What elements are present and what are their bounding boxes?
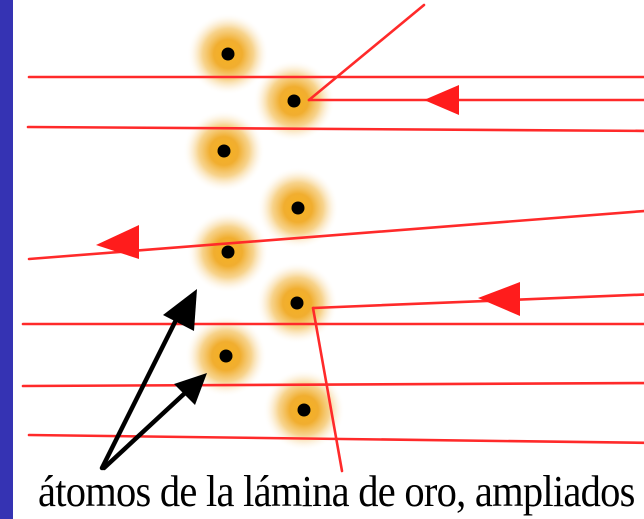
beam-line [27,433,644,445]
gold-nucleus [287,94,301,108]
gold-nucleus [219,349,233,363]
nuclei-layer [217,47,311,417]
beam-arrowheads-layer [96,85,520,316]
gold-nucleus [297,403,311,417]
gold-nucleus [290,296,304,310]
beam-line [311,293,644,310]
gold-nucleus [217,144,231,158]
beam-line [26,125,644,133]
pointer-arrow-shaft [99,315,180,471]
beam-deflected-back-line [307,3,426,102]
diagram-caption: átomos de la lámina de oro, ampliados [38,467,635,516]
arrowhead-left-icon [424,85,459,115]
gold-nucleus [221,47,235,61]
pointer-arrowhead-icon [163,289,197,331]
rutherford-scattering-diagram [21,3,644,473]
pointer-arrowhead-icon [174,373,207,405]
gold-nucleus [291,201,305,215]
beam-deflected-down-line [311,306,344,473]
arrowhead-left-icon [96,225,139,259]
arrowhead-left-icon [478,282,520,316]
gold-nucleus [221,245,235,259]
beam-line [21,381,644,388]
caption-pointer-arrows [99,289,207,471]
pointer-arrow-shaft [101,390,188,471]
